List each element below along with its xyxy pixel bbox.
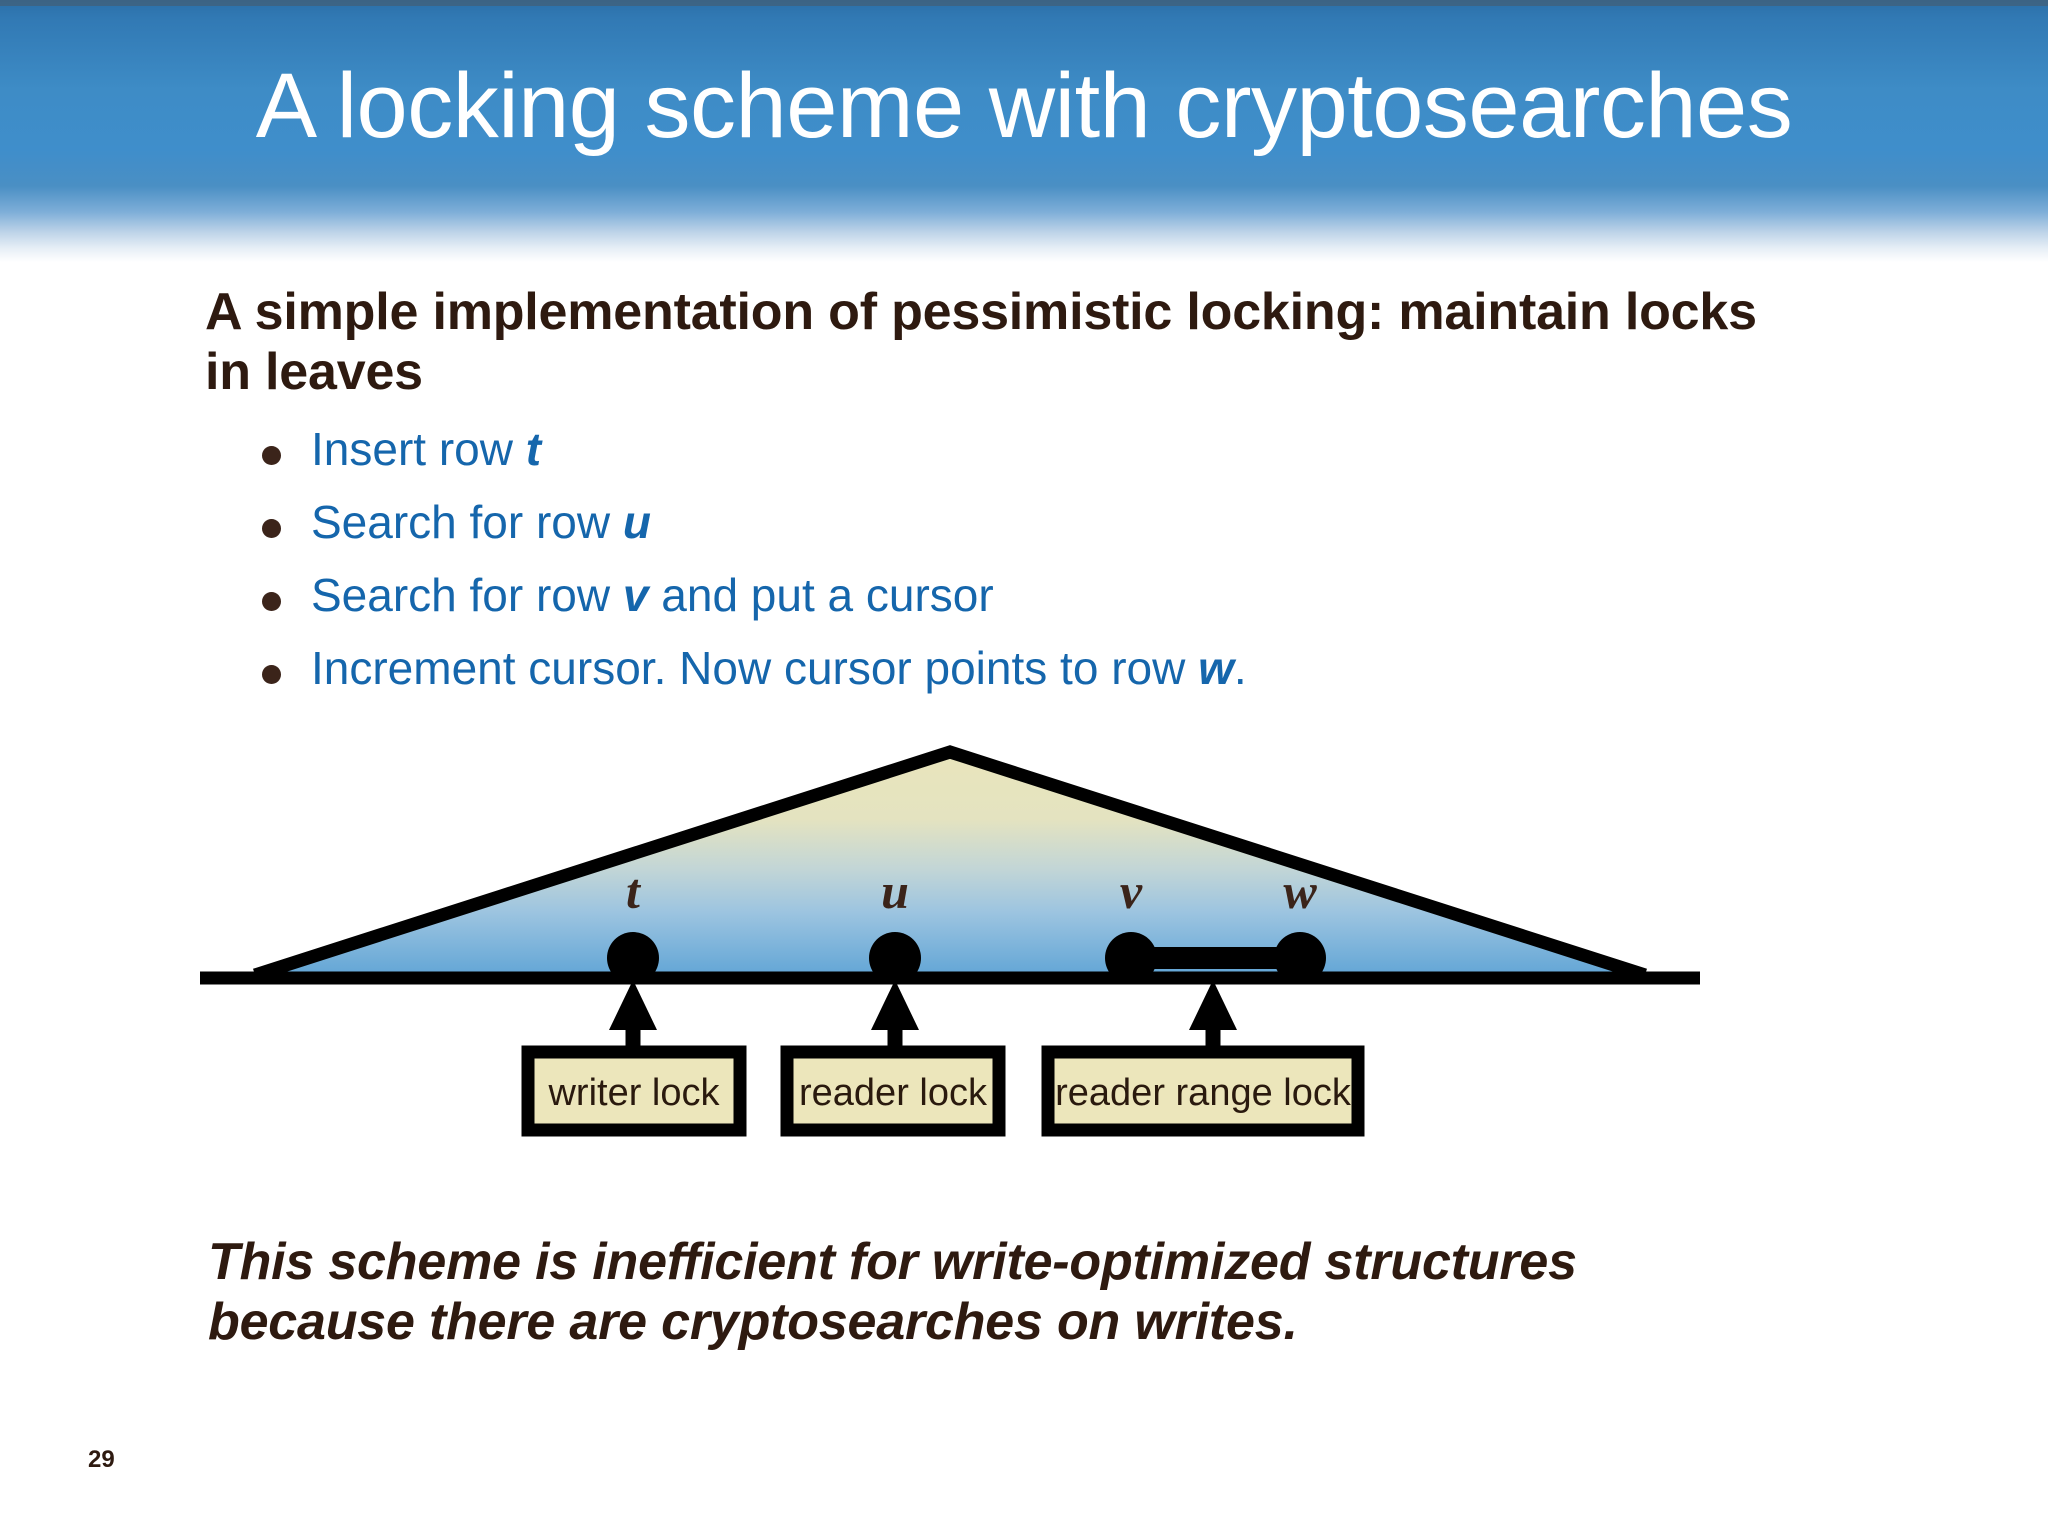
bullet-prefix: Search for row [311,569,623,621]
leaf-node-w [1274,932,1326,984]
leaf-node-v [1105,932,1157,984]
bullet-suffix: and put a cursor [648,569,994,621]
page-title: A locking scheme with cryptosearches [255,55,1793,157]
lock-box-label: reader range lock [1055,1072,1352,1114]
bullet-dot-icon [262,519,281,538]
conclusion-line-2: because there are cryptosearches on writ… [208,1293,1298,1352]
leaf-node-label-t: t [626,863,642,919]
list-item: Search for row u [262,496,1962,550]
lock-box-writer: writer lock [521,1045,747,1137]
body-heading-line-2: in leaves [205,343,423,402]
lock-box-label: reader lock [799,1072,988,1114]
page-number: 29 [88,1446,115,1473]
conclusion-line-1: This scheme is inefficient for write-opt… [208,1233,1577,1291]
leaf-node-u [869,932,921,984]
tree-triangle-shape [255,752,1645,975]
bullet-dot-icon [262,446,281,465]
bullet-variable: w [1198,642,1234,694]
bullet-prefix: Increment cursor. Now cursor points to r… [311,642,1199,694]
list-item: Insert row t [262,423,1962,477]
bullet-variable: t [525,423,542,475]
header-top-rule [0,0,2048,6]
bullet-text: Insert row t [311,423,542,475]
bullet-dot-icon [262,592,281,611]
bullet-variable: u [622,496,652,548]
bullet-text: Increment cursor. Now cursor points to r… [311,642,1247,694]
list-item: Search for row v and put a cursor [262,569,1962,623]
tree-leaf-lock-diagram: t u v w writer lock reader lock reader r [0,730,2048,1160]
lock-box-label: writer lock [547,1072,720,1114]
tree-triangle-outline [253,745,1647,982]
leaf-node-label-v: v [1120,863,1143,919]
lock-box-reader-range: reader range lock [1041,1045,1365,1137]
bullet-dot-icon [262,665,281,684]
leaf-node-label-u: u [881,863,909,919]
leaf-node-label-w: w [1283,863,1317,919]
lock-box-reader: reader lock [780,1045,1006,1137]
bullet-prefix: Insert row [311,423,526,475]
body-heading-line-1: A simple implementation of pessimistic l… [205,283,1757,341]
bullet-list: Insert row t Search for row u Search for… [262,423,1962,717]
bullet-prefix: Search for row [311,496,623,548]
body-heading: A simple implementation of pessimistic l… [205,282,1995,403]
bullet-variable: v [622,569,649,621]
conclusion-text: This scheme is inefficient for write-opt… [208,1232,2008,1353]
bullet-text: Search for row u [311,496,652,548]
leaf-node-t [607,932,659,984]
bullet-suffix: . [1233,642,1247,694]
bullet-text: Search for row v and put a cursor [311,569,994,621]
list-item: Increment cursor. Now cursor points to r… [262,642,1962,696]
slide-header-banner: A locking scheme with cryptosearches [0,0,2048,262]
